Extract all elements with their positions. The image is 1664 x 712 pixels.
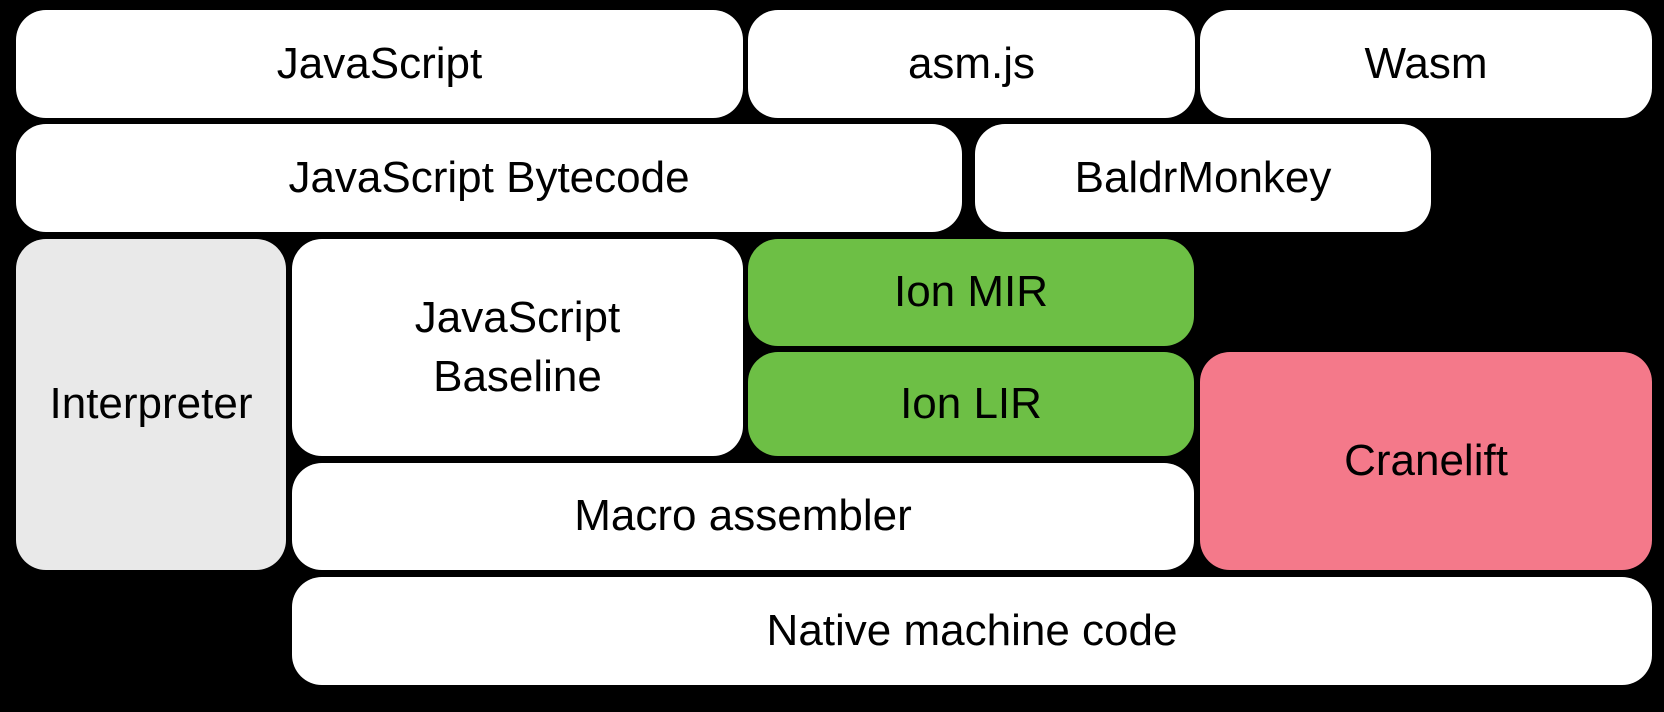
node-baldrmonkey: BaldrMonkey [975, 124, 1431, 232]
node-ion-lir: Ion LIR [748, 352, 1194, 456]
node-interpreter: Interpreter [16, 239, 286, 570]
node-cranelift: Cranelift [1200, 352, 1652, 570]
node-wasm: Wasm [1200, 10, 1652, 118]
node-javascript-bytecode: JavaScript Bytecode [16, 124, 962, 232]
node-native-machine-code: Native machine code [292, 577, 1652, 685]
node-macro-assembler: Macro assembler [292, 463, 1194, 570]
node-ion-mir: Ion MIR [748, 239, 1194, 346]
node-javascript: JavaScript [16, 10, 743, 118]
node-asmjs: asm.js [748, 10, 1195, 118]
node-javascript-baseline: JavaScript Baseline [292, 239, 743, 456]
